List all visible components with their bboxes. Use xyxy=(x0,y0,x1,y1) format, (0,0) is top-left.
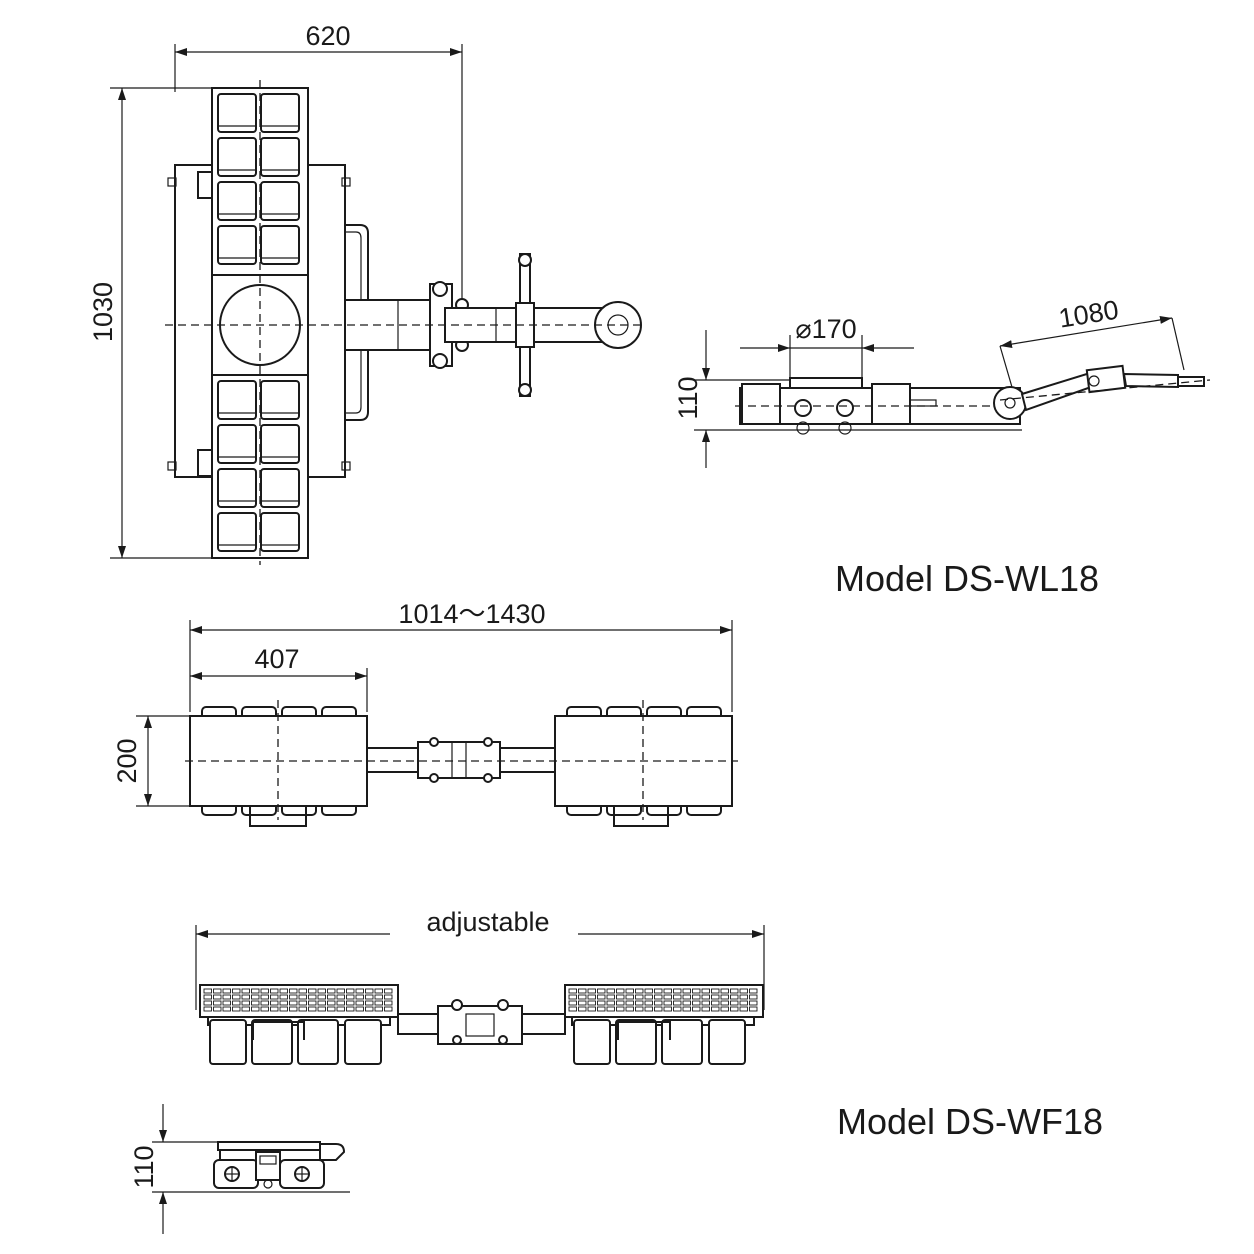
roller xyxy=(217,225,257,265)
wl18-top-view: 620 1030 xyxy=(88,21,642,565)
roller xyxy=(217,512,257,552)
dim-1014-1430: 1014～1430 xyxy=(189,599,733,712)
roller xyxy=(260,225,300,265)
roller xyxy=(260,424,300,464)
dim-200: 200 xyxy=(112,715,192,807)
roller xyxy=(260,93,300,133)
roller xyxy=(260,512,300,552)
roller xyxy=(217,468,257,508)
dim-110-top: 110 xyxy=(673,330,1022,468)
roller xyxy=(217,181,257,221)
dim-620-label: 620 xyxy=(305,21,350,51)
dim-adjustable-label: adjustable xyxy=(426,907,549,937)
dim-170: ⌀170 xyxy=(740,314,914,385)
dim-620: 620 xyxy=(174,21,463,300)
dim-adjustable: adjustable xyxy=(195,907,765,1010)
wf18-top-view: 1014～1430 407 200 xyxy=(112,599,738,827)
model-label-wl18: Model DS-WL18 xyxy=(835,558,1099,599)
dim-110-top-label: 110 xyxy=(673,376,703,419)
wf18-link-bar xyxy=(366,737,556,783)
dim-200-label: 200 xyxy=(112,738,142,783)
roller xyxy=(217,137,257,177)
wf18-side-view: 110 xyxy=(129,1104,350,1234)
roller xyxy=(260,137,300,177)
roller xyxy=(260,181,300,221)
upper-roller-set xyxy=(217,93,300,265)
model-label-wf18: Model DS-WF18 xyxy=(837,1101,1103,1142)
dim-170-label: ⌀170 xyxy=(795,314,856,344)
wf18-right-module xyxy=(554,700,733,827)
dim-1014-1430-label: 1014～1430 xyxy=(398,599,545,629)
wl18-side-view: ⌀170 110 1080 xyxy=(673,295,1211,468)
wf18-front-left-module xyxy=(199,984,399,1065)
wf18-front-right-module xyxy=(564,984,764,1065)
roller xyxy=(217,424,257,464)
lower-roller-set xyxy=(217,380,300,552)
dim-1030: 1030 xyxy=(88,87,240,559)
dim-1030-label: 1030 xyxy=(88,282,118,342)
dim-110-bottom-label: 110 xyxy=(129,1145,159,1188)
dim-407: 407 xyxy=(190,644,368,712)
roller xyxy=(260,380,300,420)
side-top-plate xyxy=(217,1141,321,1151)
wf18-left-module xyxy=(189,700,368,827)
wf18-front-link xyxy=(397,999,566,1045)
dim-110-bottom: 110 xyxy=(129,1104,350,1234)
wf18-front-view: adjustable xyxy=(195,907,765,1065)
roller xyxy=(260,468,300,508)
roller xyxy=(217,380,257,420)
dim-407-label: 407 xyxy=(254,644,299,674)
roller xyxy=(217,93,257,133)
